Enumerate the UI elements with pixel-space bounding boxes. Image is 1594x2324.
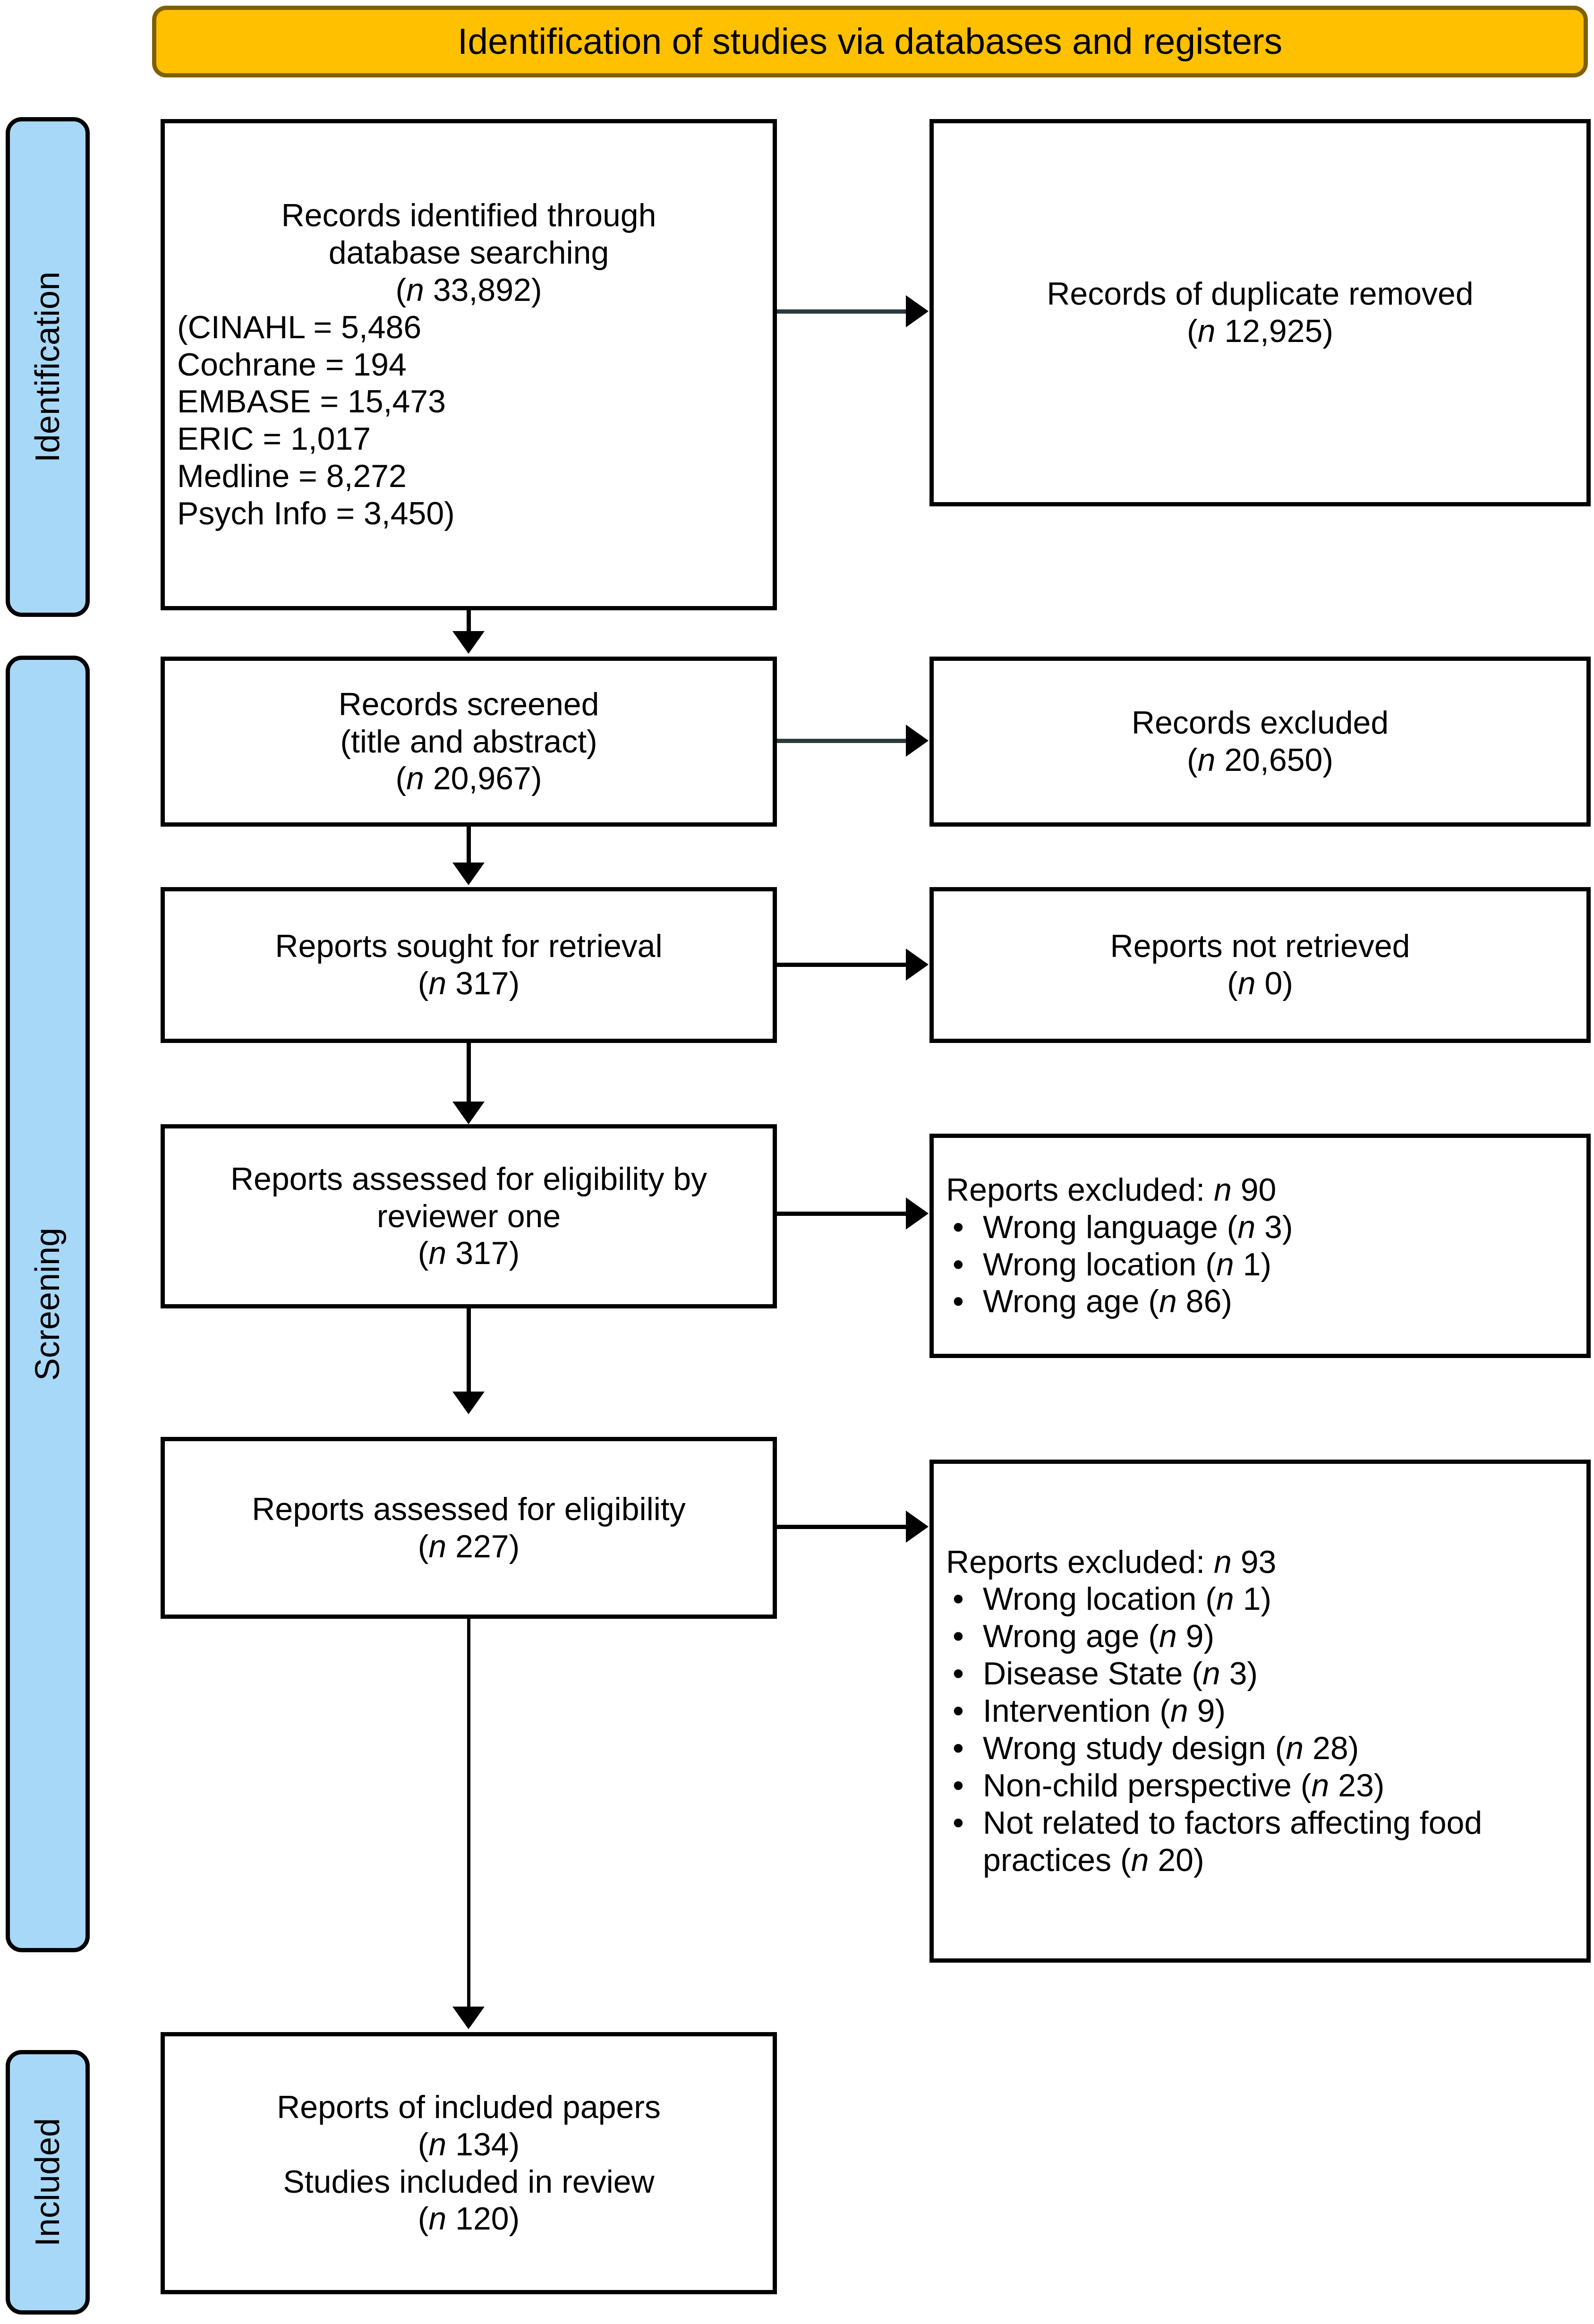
excluded-reviewer-one-bullet: • Wrong location (n 1)	[946, 1246, 1574, 1283]
bullet-dot-icon: •	[953, 1618, 964, 1655]
arrowhead-sought-to-not-retrieved	[906, 948, 929, 981]
bullet-dot-icon: •	[953, 1283, 964, 1320]
box-records-identified: Records identified through database sear…	[161, 119, 777, 610]
stage-label-identification-text: Identification	[29, 271, 67, 463]
excluded-eligibility-bullet: • Wrong age (n 9)	[946, 1618, 1574, 1655]
connector-assessed-two-to-included	[467, 1619, 470, 2008]
assessed-reviewer-one-line-1: Reports assessed for eligibility by	[230, 1161, 707, 1197]
box-duplicates-removed: Records of duplicate removed (n 12,925)	[929, 119, 1591, 506]
stage-label-included: Included	[6, 2050, 90, 2315]
records-excluded-line-1: Records excluded	[1131, 705, 1389, 741]
bullet-dot-icon: •	[953, 1693, 964, 1729]
records-identified-line-1: Records identified through	[281, 197, 656, 234]
duplicates-removed-line-2: (n 12,925)	[1186, 313, 1333, 349]
excluded-eligibility-heading: Reports excluded: n 93	[946, 1544, 1277, 1580]
reports-not-retrieved-line-2: (n 0)	[1227, 965, 1293, 1001]
box-reports-sought: Reports sought for retrieval (n 317)	[161, 887, 777, 1043]
arrowhead-assessed-two-to-included	[452, 2007, 485, 2029]
assessed-eligibility-line-1: Reports assessed for eligibility	[252, 1491, 686, 1527]
connector-sought-to-assessed-one	[467, 1043, 471, 1104]
reports-not-retrieved-line-1: Reports not retrieved	[1110, 928, 1410, 965]
box-assessed-eligibility: Reports assessed for eligibility (n 227)	[161, 1437, 777, 1619]
box-records-excluded: Records excluded (n 20,650)	[929, 657, 1591, 827]
reports-included-line-4: (n 120)	[418, 2201, 520, 2237]
excluded-eligibility-bullet: • Not related to factors affecting food …	[946, 1804, 1574, 1879]
excluded-reviewer-one-heading: Reports excluded: n 90	[946, 1171, 1277, 1208]
arrowhead-screened-to-excluded	[906, 725, 929, 757]
records-identified-source-4: ERIC = 1,017	[177, 421, 371, 457]
records-screened-line-1: Records screened	[338, 686, 599, 722]
box-excluded-eligibility: Reports excluded: n 93 • Wrong location …	[929, 1460, 1591, 1963]
bullet-dot-icon: •	[953, 1767, 964, 1803]
connector-assessed-one-to-assessed-two	[467, 1308, 471, 1393]
arrowhead-identified-to-duplicates	[906, 295, 929, 327]
box-assessed-reviewer-one: Reports assessed for eligibility by revi…	[161, 1124, 777, 1308]
stage-label-included-text: Included	[29, 2118, 67, 2247]
duplicates-removed-line-1: Records of duplicate removed	[1047, 276, 1474, 312]
assessed-reviewer-one-line-2: reviewer one	[376, 1198, 561, 1234]
reports-sought-line-1: Reports sought for retrieval	[275, 928, 663, 965]
arrowhead-sought-to-assessed-one	[452, 1102, 485, 1124]
bullet-dot-icon: •	[953, 1581, 964, 1617]
arrowhead-screened-to-sought	[452, 863, 485, 885]
bullet-dot-icon: •	[953, 1804, 964, 1841]
records-identified-line-2: database searching	[328, 234, 609, 271]
excluded-eligibility-bullet: • Wrong location (n 1)	[946, 1581, 1574, 1618]
arrowhead-assessed-one-to-assessed-two	[452, 1392, 485, 1414]
connector-screened-to-excluded	[777, 739, 907, 743]
box-reports-included: Reports of included papers (n 134) Studi…	[161, 2032, 777, 2294]
records-identified-source-3: EMBASE = 15,473	[177, 384, 446, 420]
stage-label-screening-text: Screening	[29, 1227, 67, 1381]
connector-assessed-one-to-excluded	[777, 1212, 907, 1216]
box-excluded-reviewer-one: Reports excluded: n 90 • Wrong language …	[929, 1134, 1591, 1358]
bullet-dot-icon: •	[953, 1730, 964, 1766]
bullet-dot-icon: •	[953, 1656, 964, 1692]
stage-label-screening: Screening	[6, 656, 90, 1952]
reports-included-line-2: (n 134)	[418, 2126, 520, 2162]
excluded-eligibility-bullet: • Disease State (n 3)	[946, 1655, 1574, 1692]
box-records-screened: Records screened (title and abstract) (n…	[161, 657, 777, 827]
connector-identified-to-screened	[467, 610, 471, 633]
excluded-reviewer-one-bullet: • Wrong age (n 86)	[946, 1283, 1574, 1320]
records-identified-source-1: (CINAHL = 5,486	[177, 309, 422, 345]
records-identified-source-2: Cochrane = 194	[177, 346, 407, 383]
connector-assessed-two-to-excluded	[777, 1525, 907, 1529]
assessed-reviewer-one-line-3: (n 317)	[418, 1235, 520, 1272]
records-excluded-line-2: (n 20,650)	[1186, 742, 1333, 778]
arrowhead-identified-to-screened	[452, 631, 485, 654]
connector-screened-to-sought	[467, 827, 471, 864]
reports-included-line-1: Reports of included papers	[277, 2089, 661, 2125]
connector-identified-to-duplicates	[777, 309, 907, 314]
bullet-dot-icon: •	[953, 1246, 964, 1282]
excluded-eligibility-bullet: • Wrong study design (n 28)	[946, 1730, 1574, 1767]
records-identified-source-6: Psych Info = 3,450)	[177, 496, 455, 532]
excluded-eligibility-bullet: • Non-child perspective (n 23)	[946, 1767, 1574, 1804]
banner-title: Identification of studies via databases …	[457, 21, 1283, 62]
arrowhead-assessed-one-to-excluded	[906, 1197, 929, 1230]
reports-sought-line-2: (n 317)	[418, 965, 520, 1001]
bullet-dot-icon: •	[953, 1209, 964, 1245]
records-identified-line-3: (n 33,892)	[395, 272, 542, 308]
assessed-eligibility-line-2: (n 227)	[418, 1528, 520, 1564]
box-reports-not-retrieved: Reports not retrieved (n 0)	[929, 887, 1591, 1043]
connector-sought-to-not-retrieved	[777, 963, 907, 967]
records-screened-line-2: (title and abstract)	[340, 723, 597, 760]
arrowhead-assessed-two-to-excluded	[906, 1511, 929, 1543]
records-screened-line-3: (n 20,967)	[395, 760, 542, 797]
diagram-banner: Identification of studies via databases …	[152, 6, 1588, 77]
reports-included-line-3: Studies included in review	[283, 2163, 655, 2200]
excluded-reviewer-one-bullet: • Wrong language (n 3)	[946, 1209, 1574, 1246]
records-identified-source-5: Medline = 8,272	[177, 458, 407, 495]
stage-label-identification: Identification	[6, 117, 90, 617]
excluded-eligibility-bullet: • Intervention (n 9)	[946, 1692, 1574, 1730]
